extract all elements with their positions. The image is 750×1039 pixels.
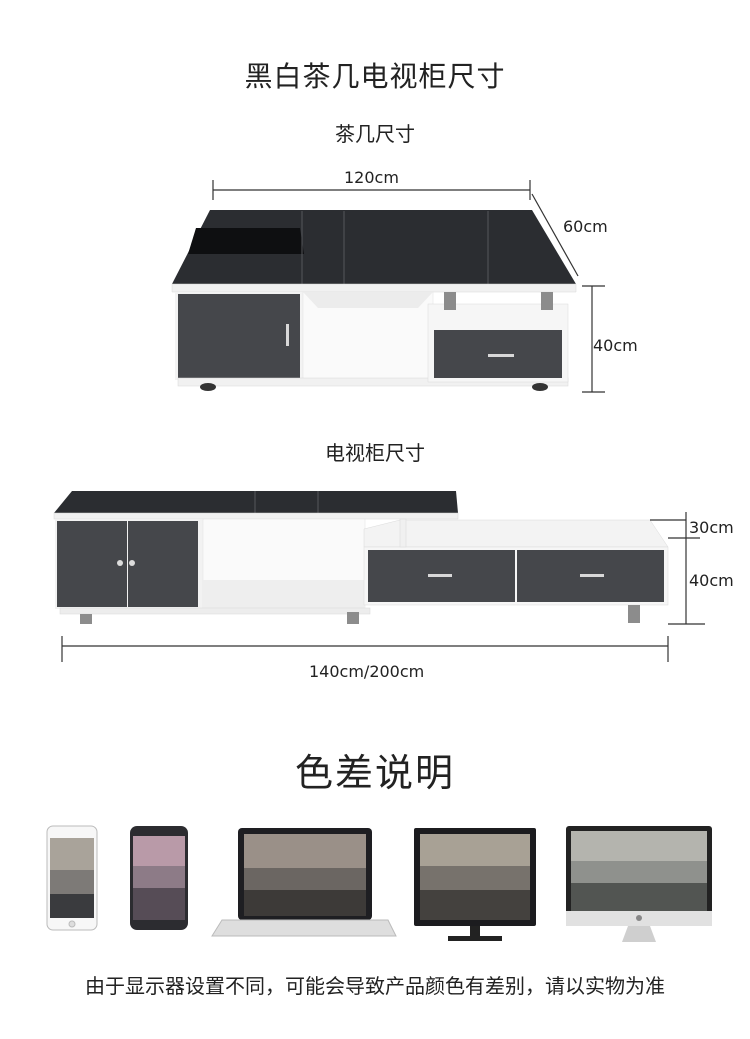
- tv-cabinet-drawing: [53, 491, 669, 624]
- color-difference-heading: 色差说明: [294, 751, 455, 795]
- tv-cabinet-height: 40cm: [689, 571, 734, 590]
- device-monitor: [414, 828, 536, 941]
- tv-cabinet-length: 140cm/200cm: [309, 662, 425, 681]
- coffee-table-width: 120cm: [344, 168, 399, 187]
- coffee-table-depth: 60cm: [563, 217, 608, 236]
- coffee-table-heading: 茶几尺寸: [335, 122, 415, 146]
- device-laptop: [211, 828, 397, 937]
- tv-cabinet-heading: 电视柜尺寸: [325, 441, 425, 465]
- coffee-table-drawing: [171, 210, 577, 391]
- coffee-table-dimension-lines: [212, 180, 605, 393]
- device-phone-dark: [130, 826, 188, 930]
- tv-cabinet-depth: 30cm: [689, 518, 734, 537]
- device-phone-white: [46, 825, 98, 931]
- color-disclaimer: 由于显示器设置不同，可能会导致产品颜色有差别，请以实物为准: [85, 974, 665, 998]
- coffee-table-height: 40cm: [593, 336, 638, 355]
- page-title: 黑白茶几电视柜尺寸: [244, 60, 506, 93]
- tv-cabinet-dimension-lines: [61, 512, 705, 662]
- device-imac: [566, 826, 712, 942]
